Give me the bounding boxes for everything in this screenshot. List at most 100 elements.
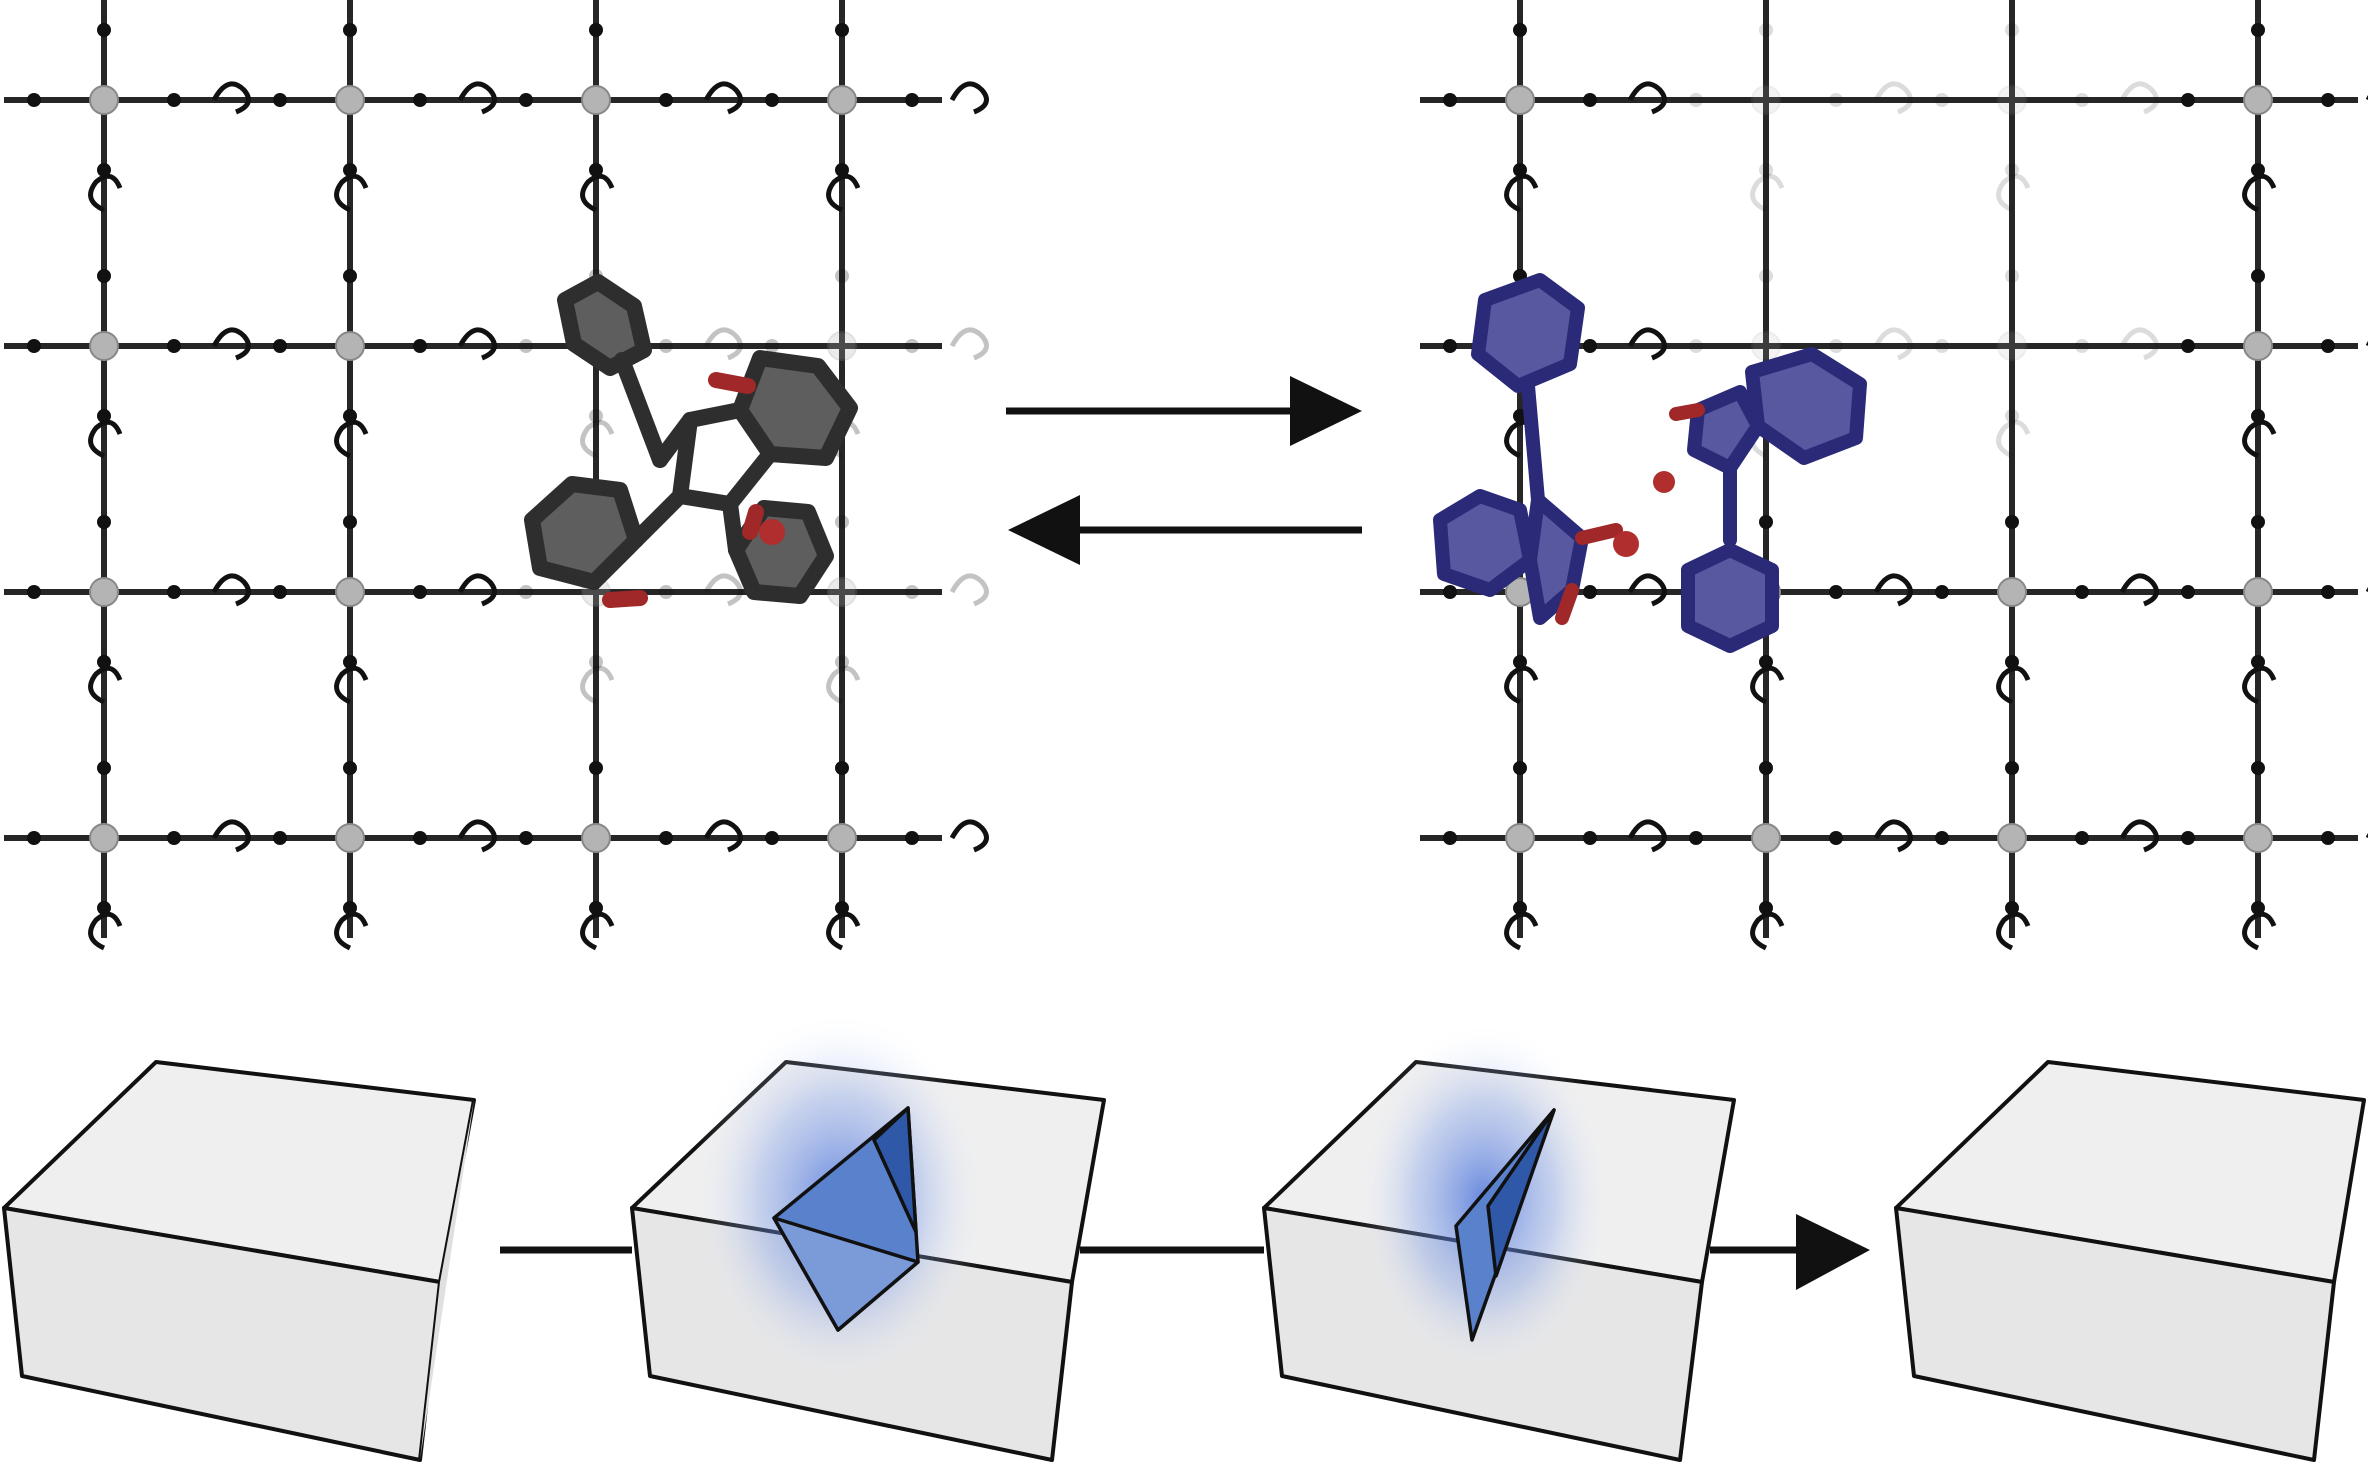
- network-node: [1997, 331, 2027, 361]
- bead: [1829, 93, 1843, 107]
- bead: [2251, 515, 2265, 529]
- bead: [835, 23, 849, 37]
- bead: [589, 23, 603, 37]
- bead: [343, 901, 357, 915]
- crosslink-hook: [2242, 911, 2277, 951]
- bead: [413, 585, 427, 599]
- bead: [1443, 93, 1457, 107]
- bead: [835, 655, 849, 669]
- bead: [519, 831, 533, 845]
- network-node: [1505, 85, 1535, 115]
- bead: [2005, 23, 2019, 37]
- crosslink-hook: [88, 419, 123, 459]
- bead: [2181, 585, 2195, 599]
- crosslink-hook: [2242, 665, 2277, 705]
- network-node: [89, 823, 119, 853]
- network-node: [1751, 823, 1781, 853]
- bead: [2251, 269, 2265, 283]
- bead: [343, 761, 357, 775]
- crosslink-hook: [703, 81, 743, 115]
- bead: [835, 761, 849, 775]
- bead: [97, 515, 111, 529]
- crosslink-hook: [334, 173, 369, 213]
- bead: [2321, 831, 2335, 845]
- bead: [1513, 761, 1527, 775]
- bead: [765, 93, 779, 107]
- bead: [1759, 163, 1773, 177]
- crosslink-hook: [1504, 911, 1539, 951]
- bead: [1689, 831, 1703, 845]
- bead: [659, 585, 673, 599]
- bead: [905, 585, 919, 599]
- crosslink-hook: [826, 665, 861, 705]
- bead: [2075, 339, 2089, 353]
- bead: [2005, 515, 2019, 529]
- crosslink-hook: [2119, 81, 2159, 115]
- bead: [519, 93, 533, 107]
- bead: [97, 901, 111, 915]
- bead: [1513, 655, 1527, 669]
- bead: [835, 163, 849, 177]
- bead: [1759, 269, 1773, 283]
- bead: [905, 339, 919, 353]
- bead: [413, 93, 427, 107]
- crosslink-hook: [2242, 419, 2277, 459]
- crosslink-hook: [2242, 173, 2277, 213]
- bead: [273, 339, 287, 353]
- network-node: [335, 823, 365, 853]
- bead: [1935, 339, 1949, 353]
- bead: [273, 93, 287, 107]
- bead: [97, 655, 111, 669]
- crosslink-hook: [1627, 327, 1667, 361]
- network-node: [581, 85, 611, 115]
- bead: [1935, 93, 1949, 107]
- crosslink-hook: [580, 911, 615, 951]
- network-node: [2243, 331, 2273, 361]
- network-node: [2243, 577, 2273, 607]
- crosslink-hook: [1873, 327, 1913, 361]
- crosslink-hook: [211, 81, 251, 115]
- bead: [343, 409, 357, 423]
- network-node: [2243, 85, 2273, 115]
- network-node: [827, 331, 857, 361]
- crosslink-hook: [457, 327, 497, 361]
- crosslink-hook: [1750, 173, 1785, 213]
- bead: [2005, 269, 2019, 283]
- crosslink-hook: [703, 819, 743, 853]
- bead: [1689, 339, 1703, 353]
- bead: [2005, 163, 2019, 177]
- bead: [167, 585, 181, 599]
- bead: [519, 339, 533, 353]
- crosslink-hook: [1504, 173, 1539, 213]
- bead: [1935, 585, 1949, 599]
- crosslink-hook: [1996, 665, 2031, 705]
- network-node: [335, 577, 365, 607]
- narrow-crack-icon: [1454, 1108, 1556, 1342]
- bead: [1583, 339, 1597, 353]
- crosslink-hook: [1627, 819, 1667, 853]
- crosslink-hook: [1873, 819, 1913, 853]
- bead: [589, 409, 603, 423]
- bead: [343, 515, 357, 529]
- bead: [659, 831, 673, 845]
- bead: [1689, 93, 1703, 107]
- bead: [2075, 831, 2089, 845]
- bead: [1513, 23, 1527, 37]
- crosslink-hook: [949, 327, 989, 361]
- bead: [2005, 761, 2019, 775]
- crosslink-hook: [580, 173, 615, 213]
- bead: [835, 901, 849, 915]
- bead: [2321, 93, 2335, 107]
- bead: [589, 761, 603, 775]
- bead: [2181, 831, 2195, 845]
- network-node: [581, 823, 611, 853]
- bead: [835, 269, 849, 283]
- network-node: [89, 577, 119, 607]
- oxygen-atom: [759, 519, 785, 545]
- crosslink-hook: [2119, 573, 2159, 607]
- bead: [167, 93, 181, 107]
- bead: [413, 831, 427, 845]
- bead: [2251, 901, 2265, 915]
- crosslink-hook: [211, 573, 251, 607]
- radical-molecule-left: [1433, 273, 1639, 625]
